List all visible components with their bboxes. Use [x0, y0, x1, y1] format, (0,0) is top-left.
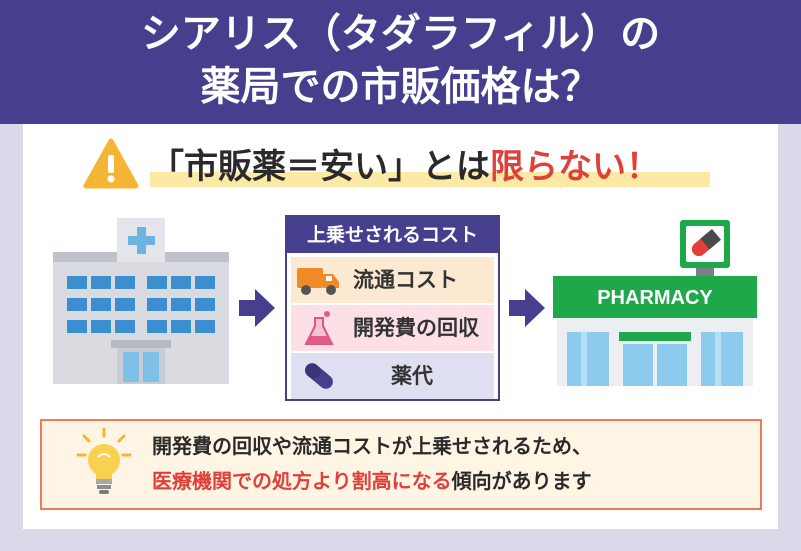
- arrow-right-icon: [239, 289, 275, 327]
- capsule-icon: [305, 363, 333, 389]
- added-costs-box: 上乗せされるコスト 流通コスト 開発費の回収 薬代: [285, 215, 500, 401]
- cost-item-development: 開発費の回収: [291, 305, 494, 351]
- note-emphasis: 医療機関での処方より割高になる: [152, 469, 452, 493]
- headline-prefix: 「市販薬＝安い」とは: [150, 147, 490, 187]
- pharmacy-icon: PHARMACY: [553, 220, 757, 386]
- lightbulb-icon: [76, 427, 132, 494]
- note-line-2-rest: 傾向があります: [451, 469, 592, 493]
- cost-item-distribution: 流通コスト: [291, 257, 494, 303]
- title-line-1: シアリス（タダラフィル）の: [140, 11, 661, 57]
- cost-item-label: 薬代: [391, 364, 433, 388]
- title-line-2: 薬局での市販価格は？: [200, 64, 601, 110]
- arrow-right-icon: [509, 289, 545, 327]
- cost-item-label: 流通コスト: [353, 268, 458, 292]
- warning-icon: [83, 138, 139, 189]
- note-box: 開発費の回収や流通コストが上乗せされるため、 医療機関での処方より割高になる傾向…: [40, 419, 762, 510]
- headline: 「市販薬＝安い」とは限らない！: [150, 143, 710, 191]
- truck-icon: [297, 268, 339, 295]
- added-costs-title: 上乗せされるコスト: [287, 217, 498, 253]
- cost-item-medicine: 薬代: [291, 353, 494, 399]
- note-line-2: 医療機関での処方より割高になる傾向があります: [152, 466, 592, 496]
- cost-item-label: 開発費の回収: [353, 316, 479, 340]
- headline-emphasis: 限らない！: [490, 147, 660, 187]
- header-banner: シアリス（タダラフィル）の 薬局での市販価格は？: [0, 0, 801, 124]
- note-line-1: 開発費の回収や流通コストが上乗せされるため、: [152, 434, 592, 458]
- headline-highlight: [150, 172, 710, 187]
- pharmacy-sign: PHARMACY: [597, 287, 713, 309]
- flask-icon: [304, 311, 334, 345]
- hospital-icon: [53, 218, 229, 384]
